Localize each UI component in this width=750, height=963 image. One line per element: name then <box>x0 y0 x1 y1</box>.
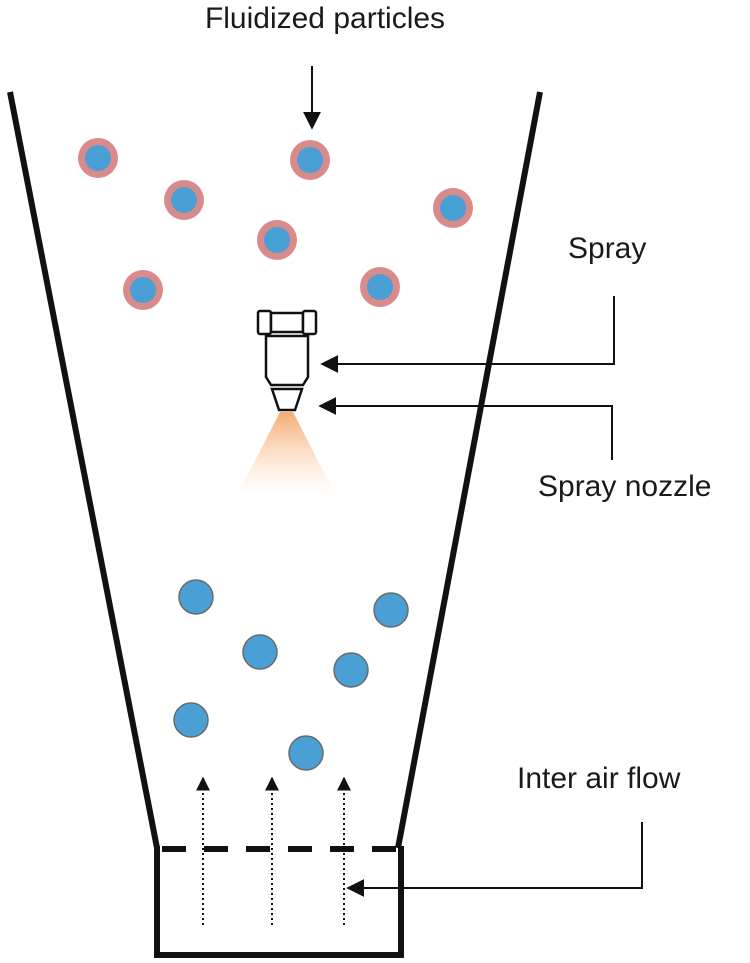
coated-particles <box>78 138 473 310</box>
spray-leader-arrow <box>320 296 615 373</box>
spray-nozzle-label: Spray nozzle <box>538 470 711 503</box>
uncoated-particles <box>173 579 409 771</box>
inter-air-flow-label: Inter air flow <box>517 762 681 795</box>
vessel-left-wall <box>7 91 160 849</box>
coated-particle <box>164 180 204 220</box>
uncoated-particle <box>333 652 369 688</box>
uncoated-particle <box>288 735 324 771</box>
vessel <box>7 91 543 958</box>
spray-plume <box>240 412 333 490</box>
spray-nozzle-icon <box>256 309 318 412</box>
coated-particle <box>123 270 163 310</box>
vessel-base-chamber <box>154 846 404 958</box>
spray-label: Spray <box>568 232 646 265</box>
coated-particle <box>257 220 297 260</box>
uncoated-particle <box>173 702 209 738</box>
uncoated-particle <box>373 592 409 628</box>
uncoated-particle <box>242 634 278 670</box>
spray-nozzle-leader-arrow <box>318 397 613 460</box>
coated-particle <box>290 140 330 180</box>
inter-air-flow-leader-arrow <box>346 822 643 897</box>
coated-particle <box>433 188 473 228</box>
vessel-right-wall <box>395 91 543 849</box>
coated-particle <box>78 138 118 178</box>
coated-particle <box>360 267 400 307</box>
uncoated-particle <box>178 579 214 615</box>
fluidized-particles-label: Fluidized particles <box>205 2 445 35</box>
